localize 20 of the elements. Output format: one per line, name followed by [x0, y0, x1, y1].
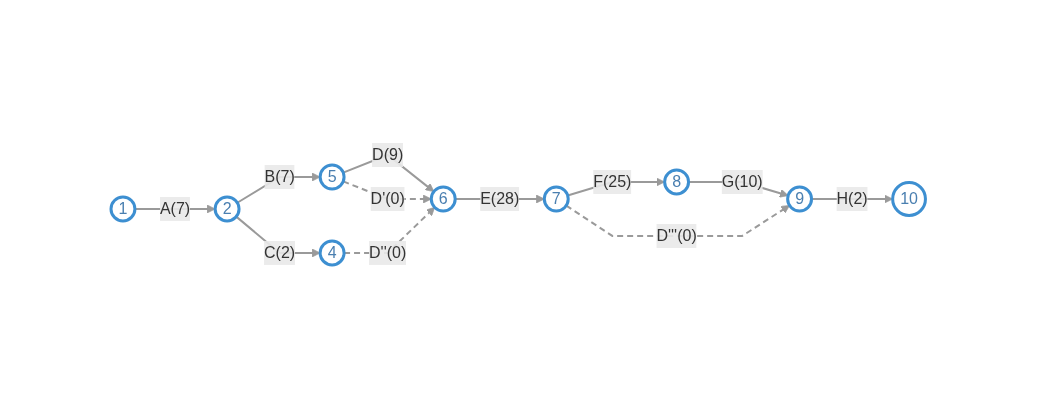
edge-label: G(10) — [722, 172, 763, 190]
edge-label: A(7) — [160, 199, 191, 217]
edge-label: B(7) — [264, 167, 295, 185]
edge-label: H(2) — [836, 189, 868, 207]
node-circle: 5 — [318, 163, 346, 190]
edge-label: D(9) — [372, 145, 404, 163]
edge-label: D''(0) — [369, 243, 407, 261]
node-circle: 7 — [543, 185, 570, 212]
node-circle: 10 — [891, 180, 928, 217]
node-circle: 6 — [430, 185, 457, 212]
edge-label: D'(0) — [370, 189, 406, 207]
edge-label: C(2) — [264, 243, 296, 261]
edge-label: F(25) — [593, 172, 632, 190]
node-circle: 8 — [663, 168, 691, 195]
node-circle: 1 — [109, 195, 137, 222]
node-circle: 4 — [318, 239, 346, 266]
edge-label: E(28) — [480, 189, 520, 207]
node-circle: 2 — [213, 195, 241, 222]
edge-label: D'''(0) — [656, 226, 697, 244]
node-circle: 9 — [786, 185, 814, 212]
